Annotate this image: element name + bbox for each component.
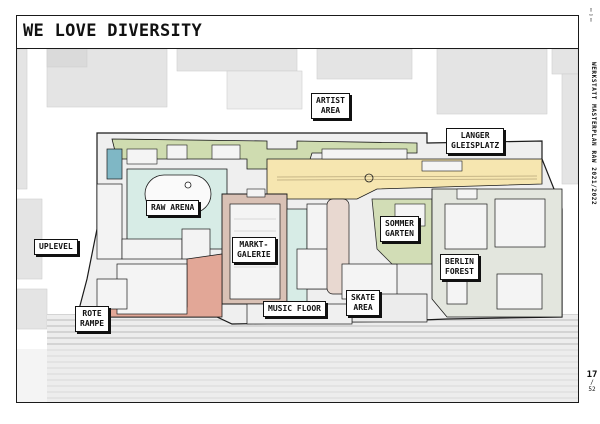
label-markt-galerie: MARKT- GALERIE: [232, 237, 276, 263]
title-bar: WE LOVE DIVERSITY: [17, 16, 578, 49]
label-artist-area-line1: ARTIST: [316, 96, 345, 105]
side-caption-text: WERKSTATT MASTERPLAN RAW 2021/2022: [590, 62, 597, 206]
label-rote-rampe: ROTE RAMPE: [75, 306, 110, 332]
site-map: [17, 49, 578, 402]
label-uplevel: UPLEVEL: [34, 239, 78, 255]
label-berlin-forest: BERLIN FOREST: [440, 254, 479, 280]
label-berlin-line1: BERLIN: [445, 257, 474, 266]
arena-center: [184, 181, 192, 189]
label-skate-line2: AREA: [353, 303, 373, 312]
label-skate-line1: SKATE: [351, 293, 376, 302]
label-langer-line2: GLEISPLATZ: [451, 141, 500, 150]
label-langer-line1: LANGER: [460, 131, 490, 140]
label-raw-arena-text: RAW ARENA: [151, 203, 195, 212]
logo-mark: ▯▭▯: [589, 7, 593, 23]
forest-buildings: [444, 198, 546, 310]
track-marker: [364, 173, 374, 183]
page-frame: WE LOVE DIVERSITY: [16, 15, 579, 403]
label-music-floor: MUSIC FLOOR: [263, 301, 326, 317]
label-markt-line1: MARKT-: [239, 240, 269, 249]
track-lines: [276, 175, 538, 181]
page-title: WE LOVE DIVERSITY: [23, 21, 203, 41]
label-rote-line2: RAMPE: [80, 319, 105, 328]
label-raw-arena: RAW ARENA: [146, 200, 200, 216]
label-skate-area: SKATE AREA: [346, 290, 381, 316]
zone-artist-area: [111, 138, 418, 170]
label-sommer-line1: SOMMER: [385, 219, 414, 228]
label-sommer-garten: SOMMER GARTEN: [380, 216, 419, 242]
page-number: 17 / 52: [584, 370, 600, 393]
label-artist-area: ARTIST AREA: [311, 93, 350, 119]
label-uplevel-text: UPLEVEL: [39, 242, 73, 251]
label-artist-area-line2: AREA: [320, 106, 341, 115]
top-strip-buildings: [126, 144, 478, 200]
page-total: 52: [588, 386, 596, 393]
label-rote-line1: ROTE: [82, 309, 102, 318]
label-sommer-line2: GARTEN: [385, 229, 414, 238]
page-separator: /: [590, 379, 594, 386]
label-berlin-line2: FOREST: [445, 267, 474, 276]
page-current: 17: [586, 370, 598, 380]
label-markt-line2: GALERIE: [237, 250, 271, 259]
context-buildings: [17, 49, 578, 330]
label-music-floor-text: MUSIC FLOOR: [268, 304, 321, 313]
label-langer-gleisplatz: LANGER GLEISPLATZ: [446, 128, 505, 154]
side-caption: WERKSTATT MASTERPLAN RAW 2021/2022: [585, 62, 599, 302]
left-buildings: [96, 148, 211, 260]
